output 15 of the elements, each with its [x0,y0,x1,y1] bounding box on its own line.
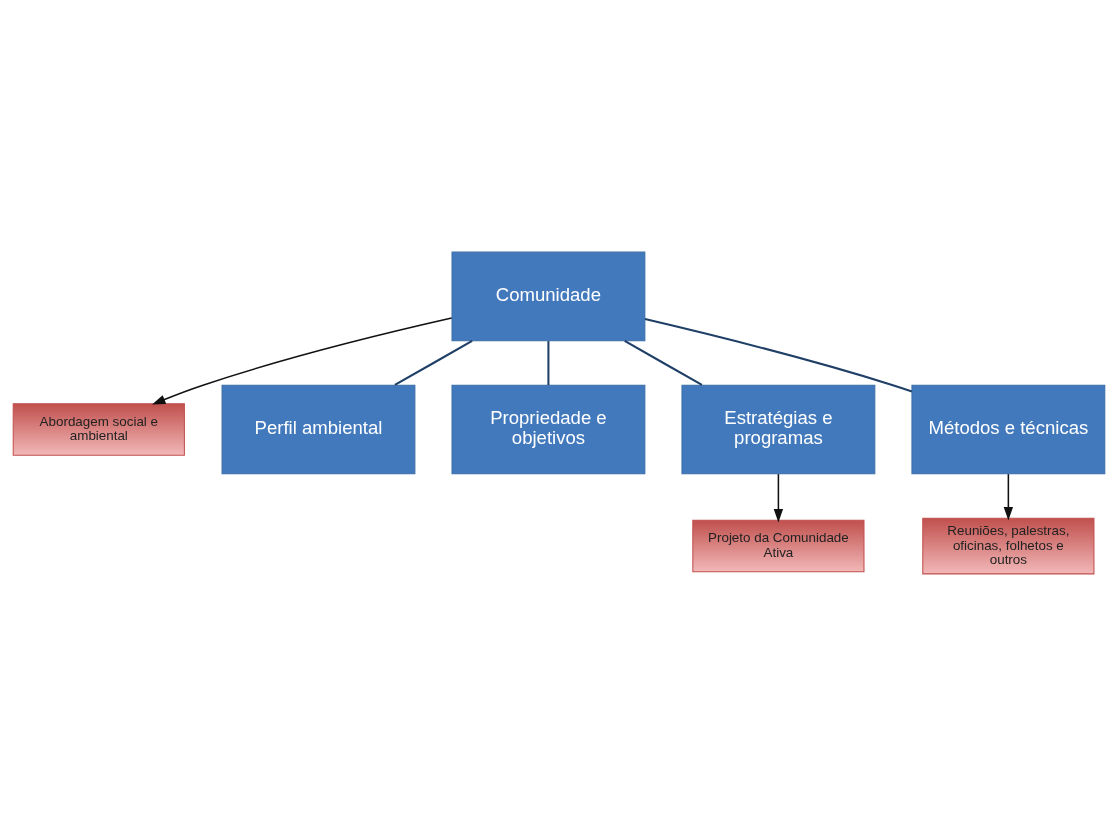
arrow [1003,472,1014,520]
connector [644,317,913,392]
node-box: Comunidade [451,251,646,341]
node-box: Métodos e técnicas [911,384,1106,474]
connector [394,339,473,386]
node-box: Estratégias e programas [681,384,876,474]
node-box: Propriedade e objetivos [451,384,646,474]
connector [547,340,550,385]
node-box: Abordagem social e ambiental [12,402,185,456]
connector [624,339,703,386]
arrow [773,472,784,522]
node-box: Reuniões, palestras, oficinas, folhetos e outros [922,517,1095,574]
node-box: Perfil ambiental [221,384,416,474]
node-box: Projeto da Comunidade Ativa [692,519,865,572]
arrow [152,316,453,405]
